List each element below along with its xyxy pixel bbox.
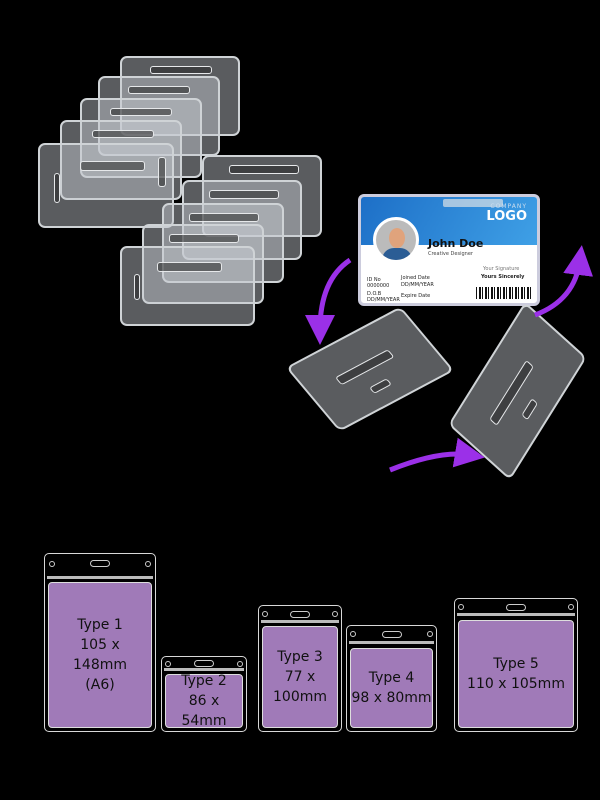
id-card-sample: COMPANY LOGO John Doe Creative Designer … <box>358 194 540 306</box>
size-label: Type 4 98 x 80mm <box>350 648 433 728</box>
logo-text: LOGO <box>486 209 527 224</box>
size-type-4: Type 4 98 x 80mm <box>346 625 437 732</box>
size-label-line: (A6) <box>85 677 115 693</box>
arrow-icon <box>534 245 594 318</box>
size-label: Type 3 77 x 100mm <box>262 626 338 728</box>
card-name: John Doe <box>428 237 484 250</box>
size-label-line: 100mm <box>273 689 327 705</box>
size-label-line: Type 2 <box>181 673 227 689</box>
dob-value: DD/MM/YEAR <box>367 297 400 303</box>
size-label-line: 86 x 54mm <box>181 693 227 729</box>
size-type-3: Type 3 77 x 100mm <box>258 605 342 732</box>
avatar <box>373 217 419 263</box>
joined-value: DD/MM/YEAR <box>401 282 434 288</box>
size-type-2: Type 2 86 x 54mm <box>161 656 247 732</box>
id-value: 0000000 <box>367 283 390 289</box>
size-label: Type 1 105 x 148mm (A6) <box>48 582 152 728</box>
id-label: ID No <box>367 277 381 283</box>
size-label-line: Type 1 <box>77 617 123 633</box>
signature-value: Yours Sincerely <box>481 274 525 280</box>
arrow-icon <box>305 257 352 345</box>
signature-label: Your Signature <box>483 266 520 272</box>
rotation-arrows <box>305 245 594 473</box>
size-label-line: Type 3 <box>277 649 323 665</box>
size-label: Type 2 86 x 54mm <box>165 673 243 729</box>
card-holder <box>120 246 255 326</box>
size-label-line: Type 4 <box>368 670 415 686</box>
size-label-line: Type 5 <box>493 656 539 672</box>
company-label: COMPANY <box>490 203 527 210</box>
card-title: Creative Designer <box>428 251 473 257</box>
size-label-line: 105 x <box>80 637 120 653</box>
arrow-icon <box>389 437 485 473</box>
card-holder <box>38 143 174 228</box>
size-type-5: Type 5 110 x 105mm <box>454 598 578 732</box>
dob-label: D.O.B <box>367 291 382 297</box>
size-label-line: 98 x 80mm <box>351 690 432 706</box>
joined-label: Joined Date <box>401 275 430 281</box>
size-label: Type 5 110 x 105mm <box>458 620 574 728</box>
holder-slot <box>443 199 503 207</box>
barcode <box>476 287 532 299</box>
size-label-line: 77 x <box>284 669 316 685</box>
card-holder <box>98 76 220 156</box>
expire-label: Expire Date <box>401 293 431 299</box>
size-label-line: 148mm <box>73 657 127 673</box>
size-label-line: 110 x 105mm <box>467 676 565 692</box>
size-type-1: Type 1 105 x 148mm (A6) <box>44 553 156 732</box>
